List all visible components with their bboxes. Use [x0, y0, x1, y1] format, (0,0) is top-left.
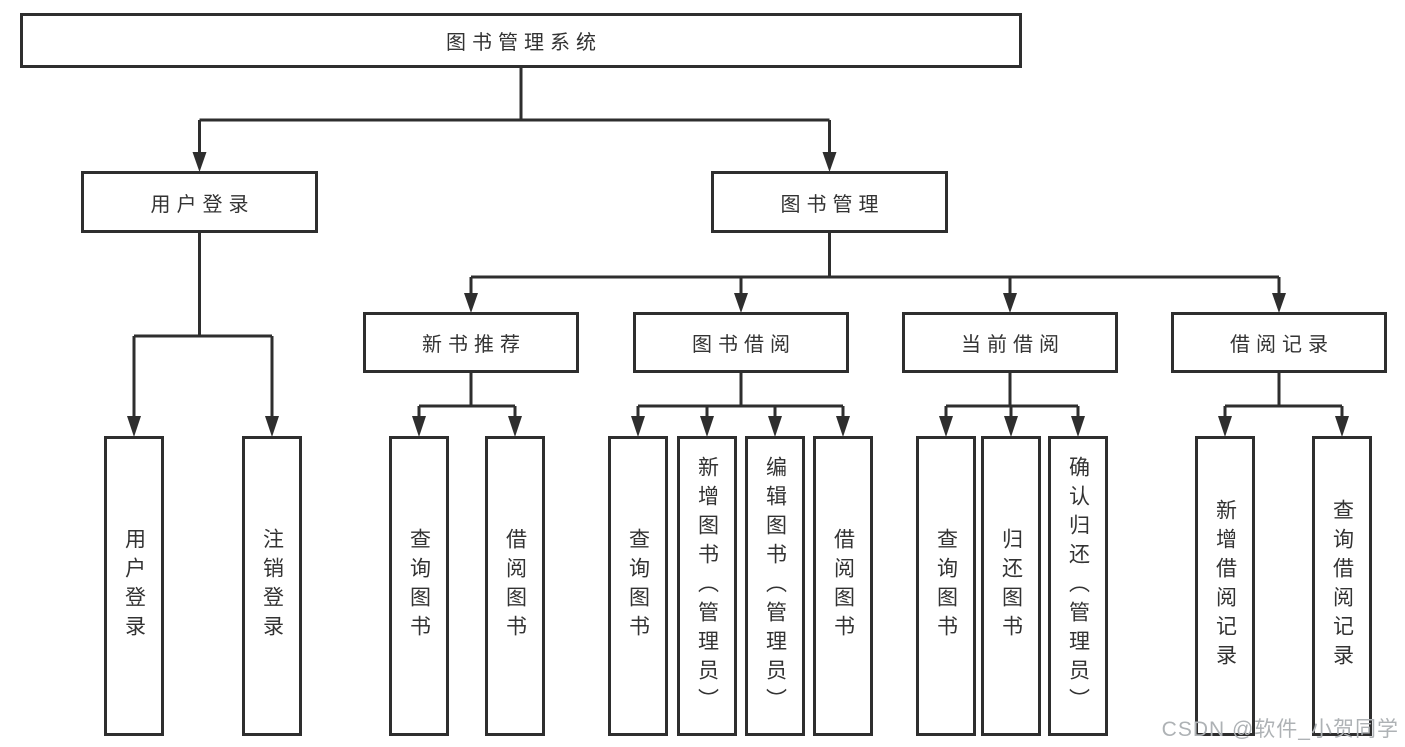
node-label: 用户登录: [150, 193, 255, 216]
leaf-label: 注销登录: [260, 528, 284, 644]
leaf-label: 确认归还（管理员）: [1066, 455, 1090, 717]
leaf-add-books-admin: 新增图书（管理员）: [677, 436, 737, 736]
node-book-management: 图书管理: [711, 171, 948, 233]
leaf-user-login: 用户登录: [104, 436, 164, 736]
leaf-label: 用户登录: [122, 528, 146, 644]
node-user-login: 用户登录: [81, 171, 318, 233]
leaf-add-borrow-record: 新增借阅记录: [1195, 436, 1255, 736]
leaf-label: 新增图书（管理员）: [695, 455, 719, 717]
arrow-down-icon: [734, 293, 748, 313]
leaf-label: 查询借阅记录: [1330, 499, 1354, 673]
arrow-down-icon: [939, 416, 953, 437]
arrow-down-icon: [508, 416, 522, 437]
arrow-down-icon: [1218, 416, 1232, 437]
leaf-query-books-current: 查询图书: [916, 436, 976, 736]
leaf-query-books-recommend: 查询图书: [389, 436, 449, 736]
leaf-query-books-borrow: 查询图书: [608, 436, 668, 736]
arrow-down-icon: [127, 416, 141, 437]
arrow-down-icon: [412, 416, 426, 437]
node-borrow-records: 借阅记录: [1171, 312, 1387, 373]
arrow-down-icon: [1272, 293, 1286, 313]
node-label: 图书管理系统: [446, 32, 602, 54]
leaf-return-books: 归还图书: [981, 436, 1041, 736]
arrow-down-icon: [631, 416, 645, 437]
arrow-down-icon: [265, 416, 279, 437]
arrow-down-icon: [768, 416, 782, 437]
node-label: 借阅记录: [1230, 334, 1334, 356]
arrow-down-icon: [1004, 416, 1018, 437]
node-label: 图书借阅: [692, 334, 796, 356]
arrow-down-icon: [700, 416, 714, 437]
node-book-management-system: 图书管理系统: [20, 13, 1022, 68]
leaf-borrow-books-recommend: 借阅图书: [485, 436, 545, 736]
node-label: 当前借阅: [961, 334, 1065, 356]
node-label: 图书管理: [780, 193, 885, 216]
arrow-down-icon: [836, 416, 850, 437]
node-book-borrow: 图书借阅: [633, 312, 849, 373]
leaf-confirm-return-admin: 确认归还（管理员）: [1048, 436, 1108, 736]
node-new-book-recommend: 新书推荐: [363, 312, 579, 373]
leaf-label: 查询图书: [934, 528, 958, 644]
leaf-borrow-books: 借阅图书: [813, 436, 873, 736]
leaf-label: 新增借阅记录: [1213, 499, 1237, 673]
leaf-label: 借阅图书: [503, 528, 527, 644]
leaf-label: 借阅图书: [831, 528, 855, 644]
csdn-watermark: CSDN @软件_小贺同学: [1161, 718, 1399, 741]
arrow-down-icon: [822, 152, 837, 172]
arrow-down-icon: [1003, 293, 1017, 313]
node-current-borrow: 当前借阅: [902, 312, 1118, 373]
leaf-query-borrow-record: 查询借阅记录: [1312, 436, 1372, 736]
leaf-label: 查询图书: [626, 528, 650, 644]
leaf-logout: 注销登录: [242, 436, 302, 736]
leaf-edit-books-admin: 编辑图书（管理员）: [745, 436, 805, 736]
arrow-down-icon: [1071, 416, 1085, 437]
arrow-down-icon: [464, 293, 478, 313]
leaf-label: 查询图书: [407, 528, 431, 644]
leaf-label: 编辑图书（管理员）: [763, 455, 787, 717]
leaf-label: 归还图书: [999, 528, 1023, 644]
node-label: 新书推荐: [422, 334, 526, 356]
arrow-down-icon: [1335, 416, 1349, 437]
arrow-down-icon: [192, 152, 207, 172]
